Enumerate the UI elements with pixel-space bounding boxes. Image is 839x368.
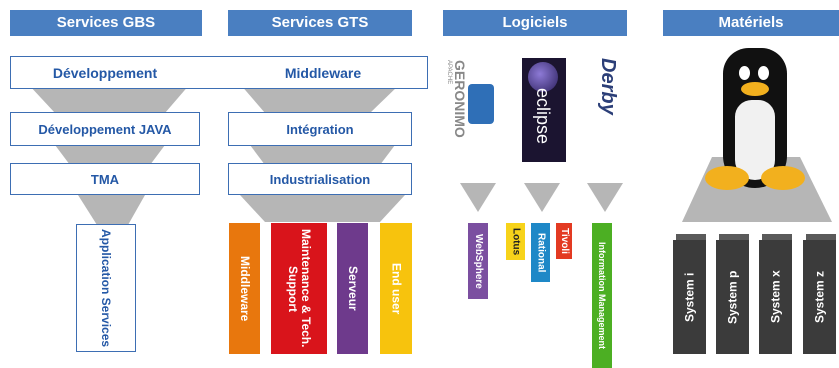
system-x-tower: System x — [759, 240, 792, 354]
system-p-top — [719, 234, 749, 240]
system-x-top — [762, 234, 792, 240]
system-z-tower: System z — [803, 240, 836, 354]
header-services-gts: Services GTS — [228, 10, 412, 36]
gbs-layer-developpement: Développement — [52, 64, 158, 81]
linux-tux-icon — [695, 48, 815, 198]
gbs-funnel-segment-2 — [55, 145, 165, 165]
tux-beak — [741, 82, 769, 96]
eclipse-sphere-icon — [528, 62, 558, 92]
geronimo-logo: APACHE GERONIMO — [446, 60, 498, 160]
gts-layer-industrialisation: Industrialisation — [228, 163, 412, 195]
gts-output-maintenance: Maintenance & Tech. Support — [271, 223, 327, 354]
gbs-funnel-segment-1 — [28, 84, 190, 113]
tux-foot-right — [761, 166, 805, 190]
gbs-output-application-services: Application Services — [76, 224, 136, 352]
gbs-layer-developpement-java: Développement JAVA — [10, 112, 200, 146]
gts-layer-middleware: Middleware — [284, 64, 362, 81]
header-logiciels: Logiciels — [443, 10, 627, 36]
geronimo-small-text: APACHE — [446, 60, 452, 85]
tux-belly — [735, 100, 775, 180]
system-z-top — [806, 234, 836, 240]
header-materiels: Matériels — [663, 10, 839, 36]
tux-eye-right — [758, 66, 769, 80]
eclipse-logo: eclipse — [522, 58, 566, 162]
software-arrow-3 — [587, 183, 623, 212]
gts-funnel-segment-1 — [240, 84, 400, 113]
system-i-tower: System i — [673, 240, 706, 354]
system-p-tower: System p — [716, 240, 749, 354]
gbs-funnel-segment-3 — [78, 195, 145, 225]
gts-output-serveur: Serveur — [337, 223, 368, 354]
software-tivoli: Tivoli — [556, 223, 572, 259]
geronimo-text: GERONIMO — [452, 60, 468, 138]
gts-output-end-user: End user — [380, 223, 412, 354]
software-websphere: WebSphere — [468, 223, 488, 299]
gts-output-middleware: Middleware — [229, 223, 260, 354]
geronimo-emblem-icon — [468, 84, 494, 124]
tux-foot-left — [705, 166, 749, 190]
tux-eye-left — [739, 66, 750, 80]
software-information-management: Information Management — [592, 223, 612, 368]
header-services-gbs: Services GBS — [10, 10, 202, 36]
top-layer-bar — [10, 56, 428, 89]
gts-layer-integration: Intégration — [228, 112, 412, 146]
derby-logo-text: Derby — [597, 58, 619, 115]
gts-funnel-segment-3 — [240, 195, 405, 222]
software-rational: Rational — [531, 223, 550, 282]
gbs-layer-tma: TMA — [10, 163, 200, 195]
eclipse-text: eclipse — [533, 88, 553, 145]
software-arrow-2 — [524, 183, 560, 212]
system-i-top — [676, 234, 706, 240]
software-lotus: Lotus — [506, 223, 525, 260]
gts-funnel-segment-2 — [250, 145, 395, 165]
software-arrow-1 — [460, 183, 496, 212]
